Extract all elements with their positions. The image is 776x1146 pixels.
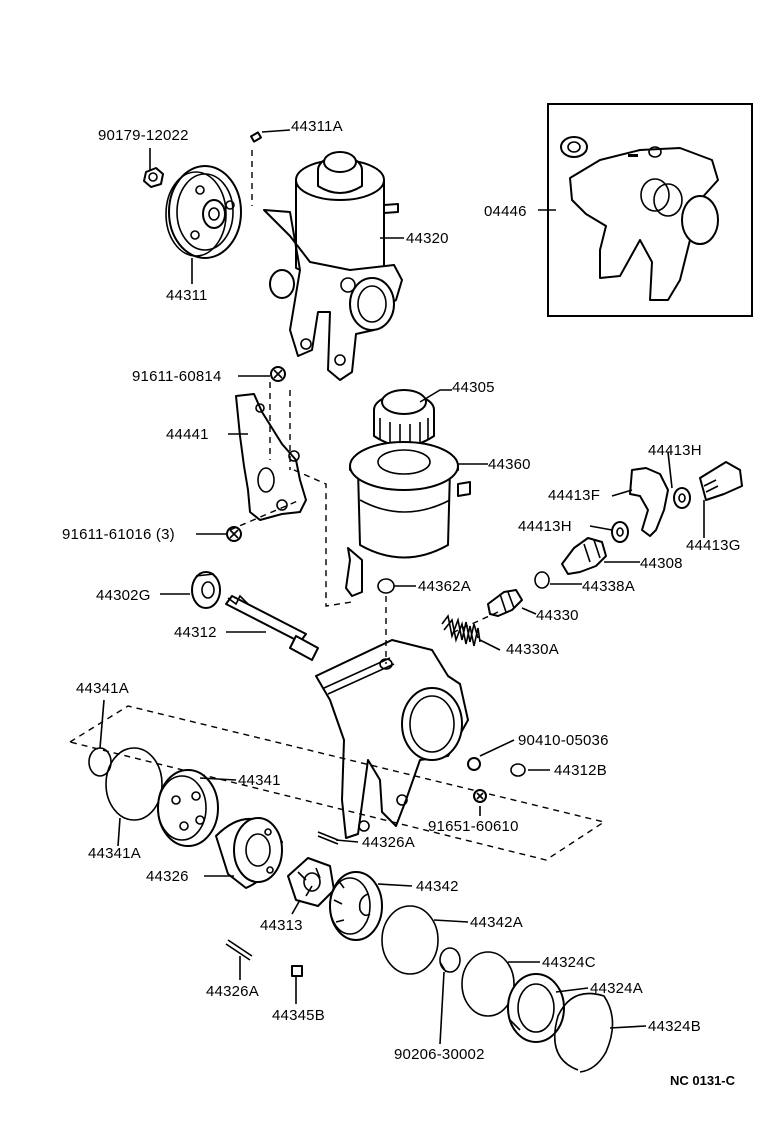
pin-44345B — [291, 965, 303, 977]
label-44362A: 44362A — [418, 578, 471, 595]
guide-line-5 — [229, 499, 301, 531]
label-44312: 44312 — [174, 624, 217, 641]
label-44341A-top: 44341A — [76, 680, 129, 697]
pump-assembly-44320 — [263, 151, 403, 381]
o-ring-44341A-large — [105, 747, 163, 821]
bolt-91611-60814 — [270, 366, 286, 382]
bolt-91611-61016 — [226, 526, 242, 542]
end-cover-44324A — [507, 973, 565, 1043]
label-44345B: 44345B — [272, 1007, 325, 1024]
label-44341: 44341 — [238, 772, 281, 789]
label-44413G: 44413G — [686, 537, 741, 554]
label-91611-61016: 91611-61016 (3) — [62, 526, 175, 543]
label-90410-05036: 90410-05036 — [518, 732, 609, 749]
label-44320: 44320 — [406, 230, 449, 247]
guide-line-6 — [453, 611, 499, 633]
side-plate-44341 — [157, 769, 219, 847]
label-44330A: 44330A — [506, 641, 559, 658]
o-ring-44312B — [510, 763, 526, 777]
label-44311: 44311 — [166, 287, 208, 304]
label-44413H-top: 44413H — [648, 442, 702, 459]
label-44311A: 44311A — [291, 118, 343, 135]
label-44413F: 44413F — [548, 487, 600, 504]
label-91651-60610: 91651-60610 — [428, 818, 519, 835]
o-ring-44324C — [461, 951, 515, 1017]
snap-ring-90206 — [439, 947, 461, 973]
pin-44326A-bottom — [225, 939, 253, 961]
pin-44326A-top — [317, 831, 339, 845]
label-44326A-bottom: 44326A — [206, 983, 259, 1000]
bracket-44441 — [235, 393, 307, 521]
label-44341A-bottom: 44341A — [88, 845, 141, 862]
o-ring-44338A — [534, 571, 550, 589]
bracket-44413F — [629, 467, 669, 537]
label-44413H-bottom: 44413H — [518, 518, 572, 535]
washer-44413H-bottom — [611, 521, 629, 543]
union-bolt-44413G — [699, 461, 743, 501]
snap-ring-44324B — [554, 992, 614, 1073]
label-44324C: 44324C — [542, 954, 596, 971]
label-44324A: 44324A — [590, 980, 643, 997]
label-44305: 44305 — [452, 379, 495, 396]
washer-44413H-top — [673, 487, 691, 509]
o-ring-44342A — [381, 905, 439, 975]
label-44330: 44330 — [536, 607, 579, 624]
bearing-44302G — [191, 571, 221, 609]
key-44311A — [250, 131, 262, 143]
label-90179-12022: 90179-12022 — [98, 127, 189, 144]
shaft-44312 — [225, 594, 319, 661]
pump-housing — [315, 639, 469, 839]
label-44324B: 44324B — [648, 1018, 701, 1035]
valve-44330 — [487, 589, 523, 617]
pulley-44311 — [165, 165, 242, 259]
label-44441: 44441 — [166, 426, 209, 443]
guide-line-2 — [269, 382, 291, 470]
nut-90179 — [143, 167, 164, 188]
label-44342: 44342 — [416, 878, 459, 895]
diagram-code: NC 0131-C — [670, 1073, 736, 1088]
label-44313: 44313 — [260, 917, 303, 934]
label-44338A: 44338A — [582, 578, 635, 595]
label-44342A: 44342A — [470, 914, 523, 931]
label-44326A-top: 44326A — [362, 834, 415, 851]
part-labels: 90179-12022 44311A 44311 44320 04446 916… — [62, 118, 741, 1063]
gasket-kit-illustration — [560, 136, 719, 301]
exploded-group-outline — [68, 705, 606, 861]
bolt-91651 — [473, 789, 487, 803]
rotor-44313 — [287, 857, 335, 907]
cap-44305 — [373, 389, 435, 448]
cam-ring-44326 — [215, 817, 283, 889]
label-04446: 04446 — [484, 203, 527, 220]
o-ring-44362A — [377, 578, 395, 594]
union-44308 — [561, 537, 607, 575]
spring-44330A — [441, 614, 481, 647]
label-44302G: 44302G — [96, 587, 151, 604]
nut-90410 — [467, 757, 481, 771]
leader-lines — [99, 129, 705, 1045]
label-90206-30002: 90206-30002 — [394, 1046, 485, 1063]
side-plate-44342 — [329, 871, 383, 941]
label-44326: 44326 — [146, 868, 189, 885]
label-44360: 44360 — [488, 456, 531, 473]
label-44312B: 44312B — [554, 762, 607, 779]
label-91611-60814: 91611-60814 — [132, 368, 222, 385]
guide-line-3 — [293, 469, 353, 607]
reservoir-44360 — [345, 441, 471, 597]
label-44308: 44308 — [640, 555, 683, 572]
